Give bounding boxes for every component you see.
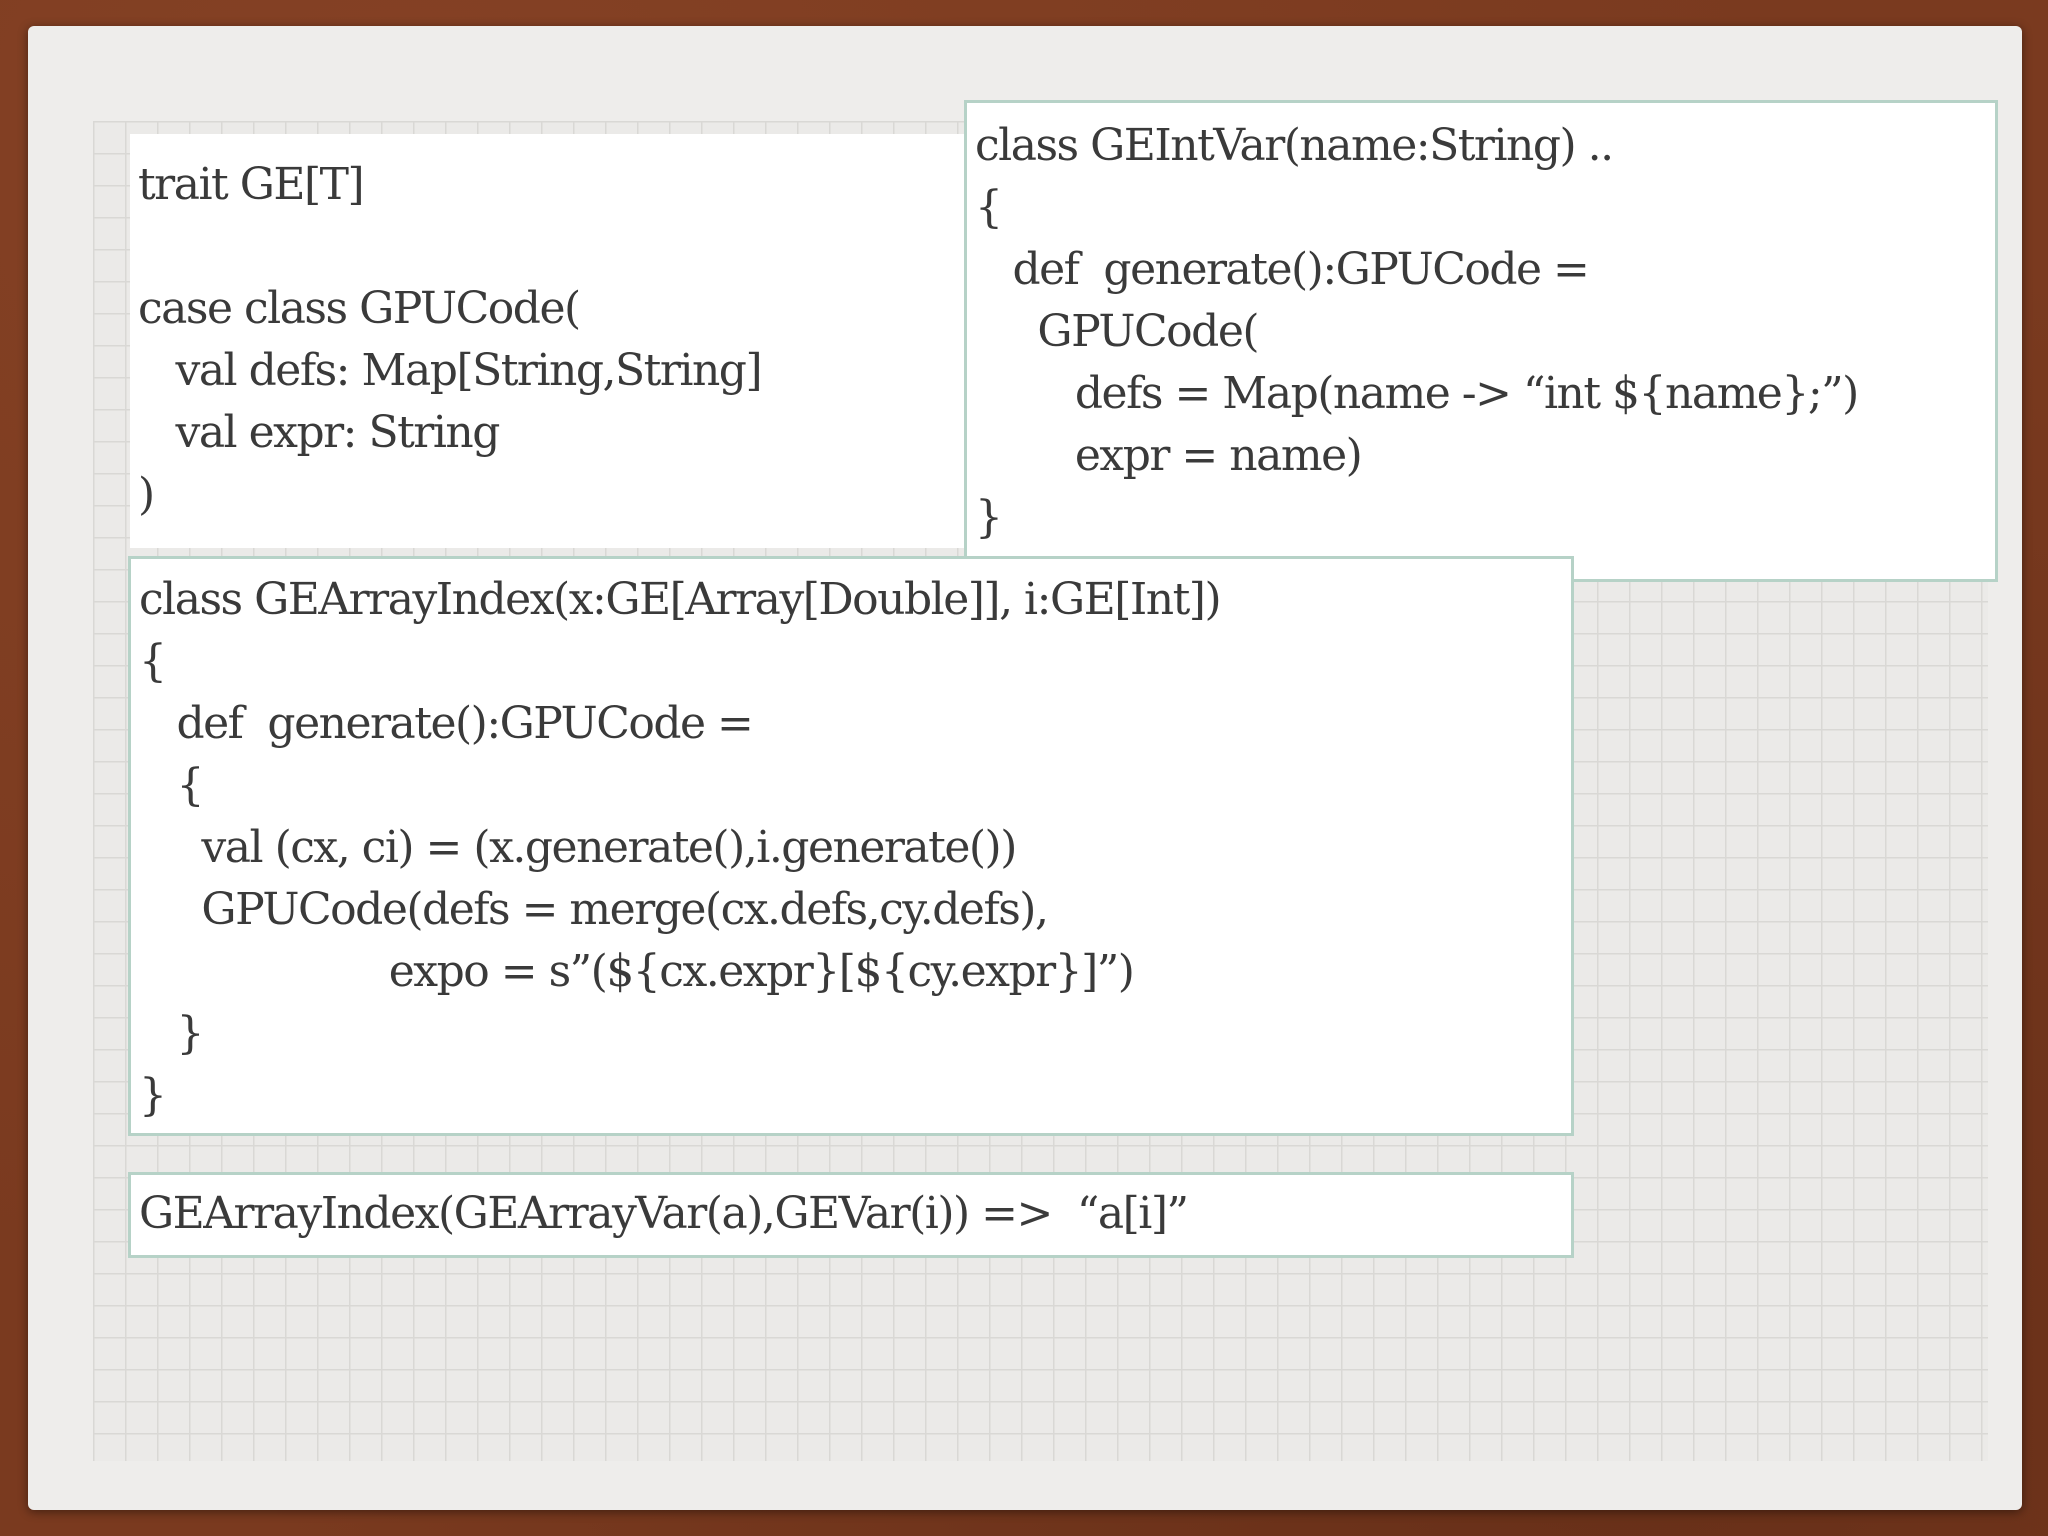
trait-code-box: trait GE[T] case class GPUCode( val defs… — [130, 134, 988, 548]
code-line: } — [139, 1008, 204, 1059]
code-line: expr = name) — [975, 430, 1363, 481]
code-line: defs = Map(name -> “int ${name};”) — [975, 368, 1859, 419]
example-code-box: GEArrayIndex(GEArrayVar(a),GEVar(i)) => … — [128, 1172, 1574, 1258]
code-line: val defs: Map[String,String] — [138, 345, 762, 396]
code-line: { — [139, 636, 167, 687]
code-line: } — [975, 492, 1003, 543]
code-line — [138, 216, 988, 278]
code-line: GPUCode(defs = merge(cx.defs,cy.defs), — [139, 884, 1049, 935]
code-line: trait GE[T] — [138, 159, 365, 210]
code-line: { — [975, 182, 1003, 233]
code-line: def generate():GPUCode = — [975, 244, 1589, 295]
code-line: class GEArrayIndex(x:GE[Array[Double]], … — [139, 574, 1222, 625]
code-line: expo = s”(${cx.expr}[${cy.expr}]”) — [139, 946, 1135, 997]
arrayindex-code-box: class GEArrayIndex(x:GE[Array[Double]], … — [128, 556, 1574, 1136]
code-line: val expr: String — [138, 407, 500, 458]
code-line: def generate():GPUCode = — [139, 698, 753, 749]
code-line: class GEIntVar(name:String) .. — [975, 120, 1614, 171]
code-line: case class GPUCode( — [138, 283, 581, 334]
code-line: } — [139, 1070, 167, 1121]
code-line: val (cx, ci) = (x.generate(),i.generate(… — [139, 822, 1017, 873]
intvar-code-box: class GEIntVar(name:String) .. { def gen… — [964, 100, 1998, 582]
slide: trait GE[T] case class GPUCode( val defs… — [28, 26, 2022, 1510]
code-line: { — [139, 760, 204, 811]
code-line: GEArrayIndex(GEArrayVar(a),GEVar(i)) => … — [139, 1188, 1189, 1239]
code-line: GPUCode( — [975, 306, 1259, 357]
code-line: ) — [138, 469, 155, 520]
